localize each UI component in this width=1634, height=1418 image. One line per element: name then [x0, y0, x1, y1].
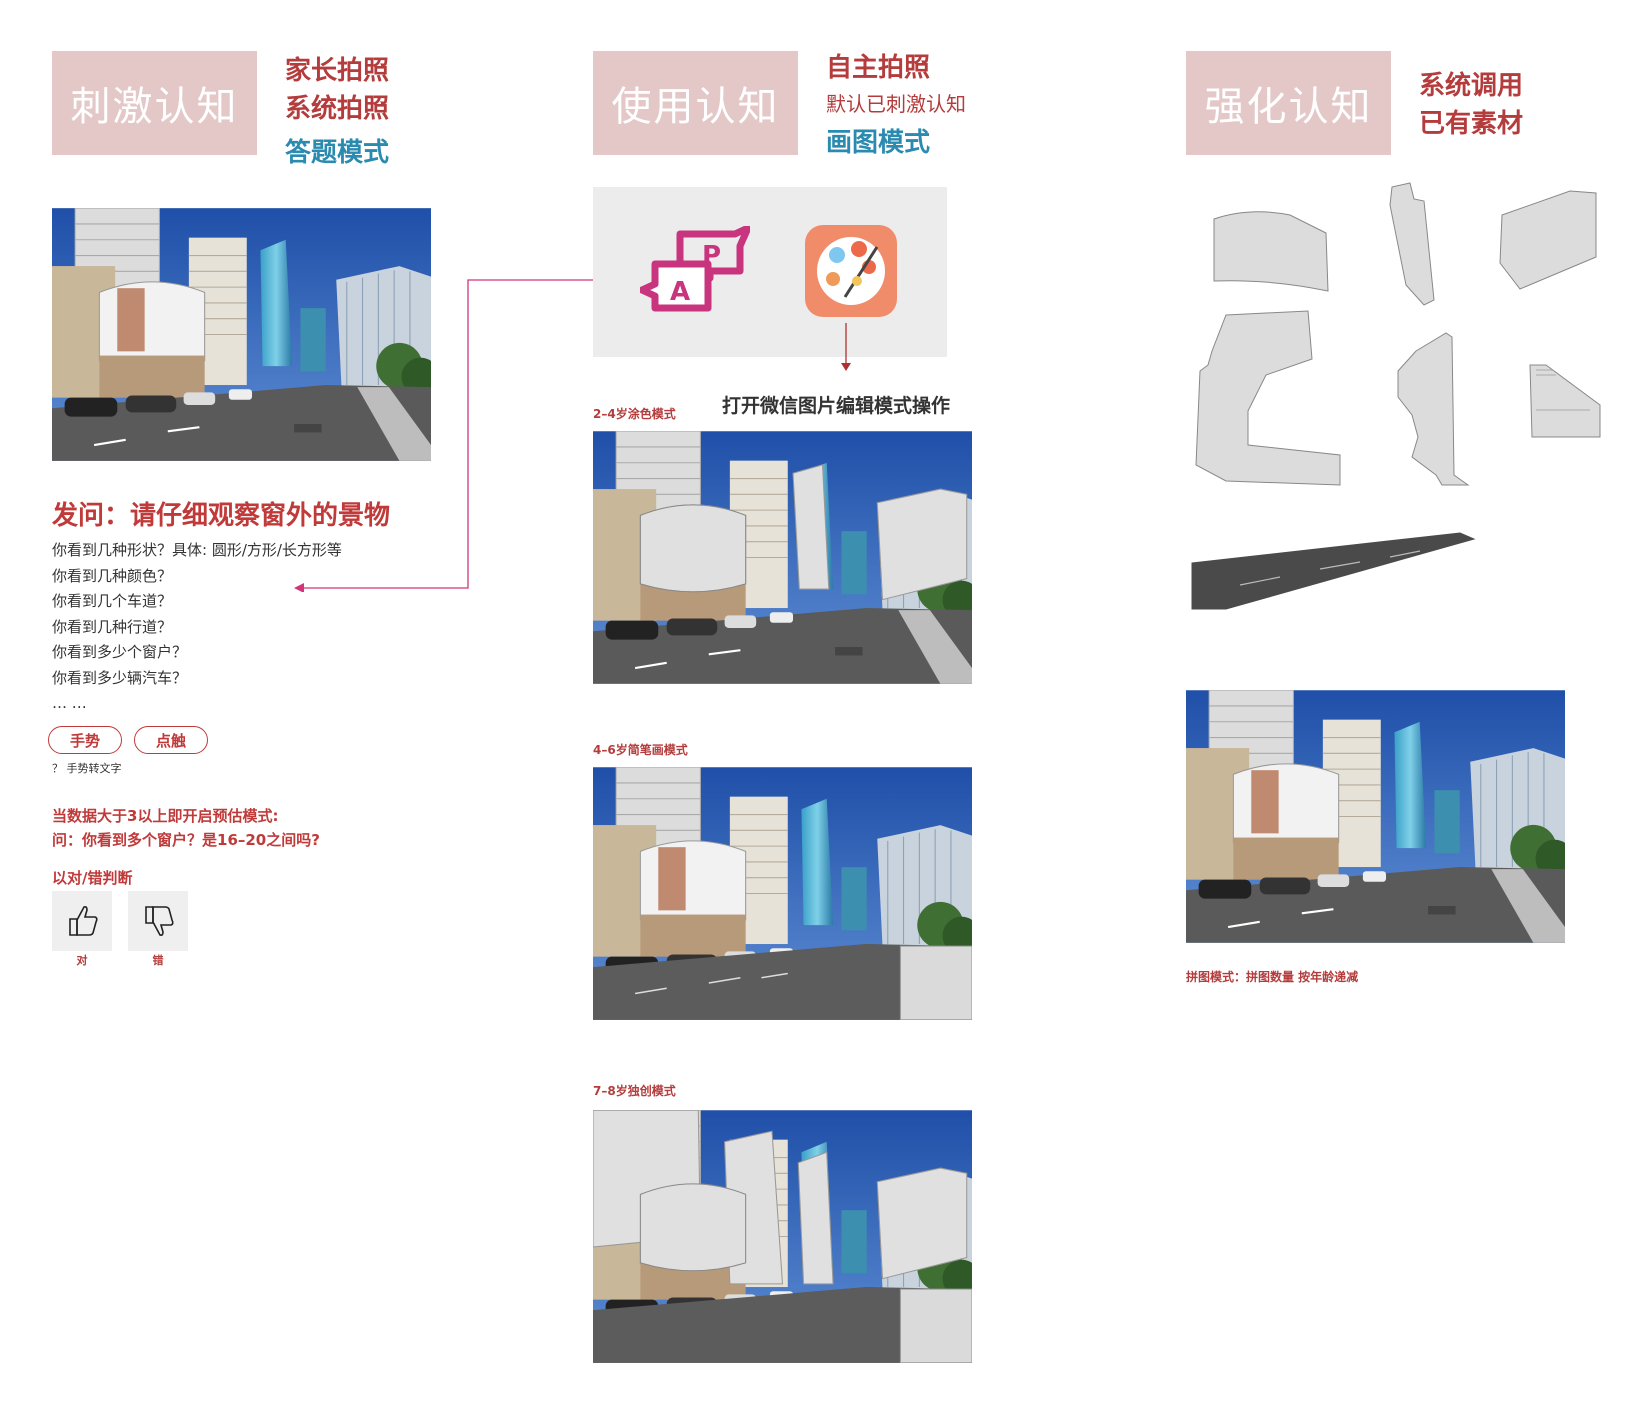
draw-mode-label: 画图模式 — [826, 128, 931, 158]
original-mode-photo — [593, 1110, 972, 1363]
puzzle-result-photo — [1186, 690, 1565, 943]
sketch-mode-photo — [593, 767, 972, 1020]
list-item: … … — [52, 694, 87, 712]
puzzle-pieces — [1191, 182, 1601, 610]
estimate-line-2: 问：你看到多个窗户？是16–20之间吗? — [52, 831, 320, 849]
mode-7-8-label: 7–8岁独创模式 — [593, 1084, 676, 1098]
list-item: 你看到几种行道？ — [52, 617, 173, 636]
reinforce-cognition-box: 强化认知 — [1186, 51, 1391, 155]
puzzle-piece — [1389, 182, 1435, 306]
puzzle-piece — [1499, 190, 1597, 290]
wechat-edit-note: 打开微信图片编辑模式操作 — [722, 395, 951, 417]
parent-photo-label: 家长拍照 — [285, 56, 390, 86]
mode-4-6-label: 4–6岁简笔画模式 — [593, 743, 688, 757]
question-list: 你看到几种形状？具体: 圆形/方形/长方形等 你看到几种颜色？ 你看到几个车道？… — [52, 538, 342, 717]
puzzle-piece — [1191, 532, 1476, 610]
stimulus-cognition-box: 刺激认知 — [52, 51, 257, 155]
paint-palette-icon[interactable] — [805, 225, 897, 317]
touch-pill[interactable]: 点触 — [134, 726, 208, 754]
puzzle-piece — [1529, 364, 1601, 438]
system-photo-label: 系统拍照 — [285, 94, 390, 124]
quiz-mode-label: 答题模式 — [285, 138, 390, 168]
thumbs-down-icon — [145, 906, 174, 936]
list-item: 你看到几个车道？ — [52, 592, 173, 610]
thumbs-down-button[interactable] — [128, 891, 188, 951]
usage-cognition-box: 使用认知 — [593, 51, 798, 155]
list-item: 你看到多少个窗户？ — [52, 643, 188, 661]
estimate-line-1: 当数据大于3以上即开启预估模式: — [52, 807, 279, 825]
list-item: 你看到几种颜色？ — [52, 566, 173, 585]
thumbs-down-label: 错 — [152, 954, 164, 967]
coloring-mode-photo — [593, 431, 972, 684]
connector-arrow — [294, 279, 633, 592]
thumbs-up-icon — [69, 906, 98, 936]
question-title: 发问：请仔细观察窗外的景物 — [52, 501, 391, 531]
system-call-label: 系统调用 — [1419, 71, 1524, 101]
pa-logo-icon[interactable]: P A — [640, 226, 750, 316]
list-item: 你看到几种形状？具体: 圆形/方形/长方形等 — [52, 541, 342, 559]
puzzle-piece — [1213, 211, 1329, 292]
list-item: 你看到多少辆汽车？ — [52, 668, 188, 687]
self-photo-label: 自主拍照 — [826, 53, 931, 83]
thumbs-up-button[interactable] — [52, 891, 112, 951]
mode-2-4-label: 2–4岁涂色模式 — [593, 407, 676, 421]
svg-text:A: A — [670, 277, 690, 307]
default-stimulated-label: 默认已刺激认知 — [826, 92, 966, 116]
gesture-pill[interactable]: 手势 — [48, 726, 122, 754]
existing-material-label: 已有素材 — [1419, 109, 1524, 139]
puzzle-mode-note: 拼图模式：拼图数量 按年龄递减 — [1186, 970, 1359, 984]
judge-label: 以对/错判断 — [52, 869, 133, 887]
gesture-note: ？ 手势转文字 — [52, 762, 122, 775]
estimate-text: 当数据大于3以上即开启预估模式: 问：你看到多个窗户？是16–20之间吗? — [52, 804, 320, 852]
puzzle-piece — [1397, 332, 1470, 486]
thumbs-up-label: 对 — [76, 954, 88, 967]
down-arrow — [841, 323, 851, 371]
puzzle-piece — [1195, 310, 1341, 486]
